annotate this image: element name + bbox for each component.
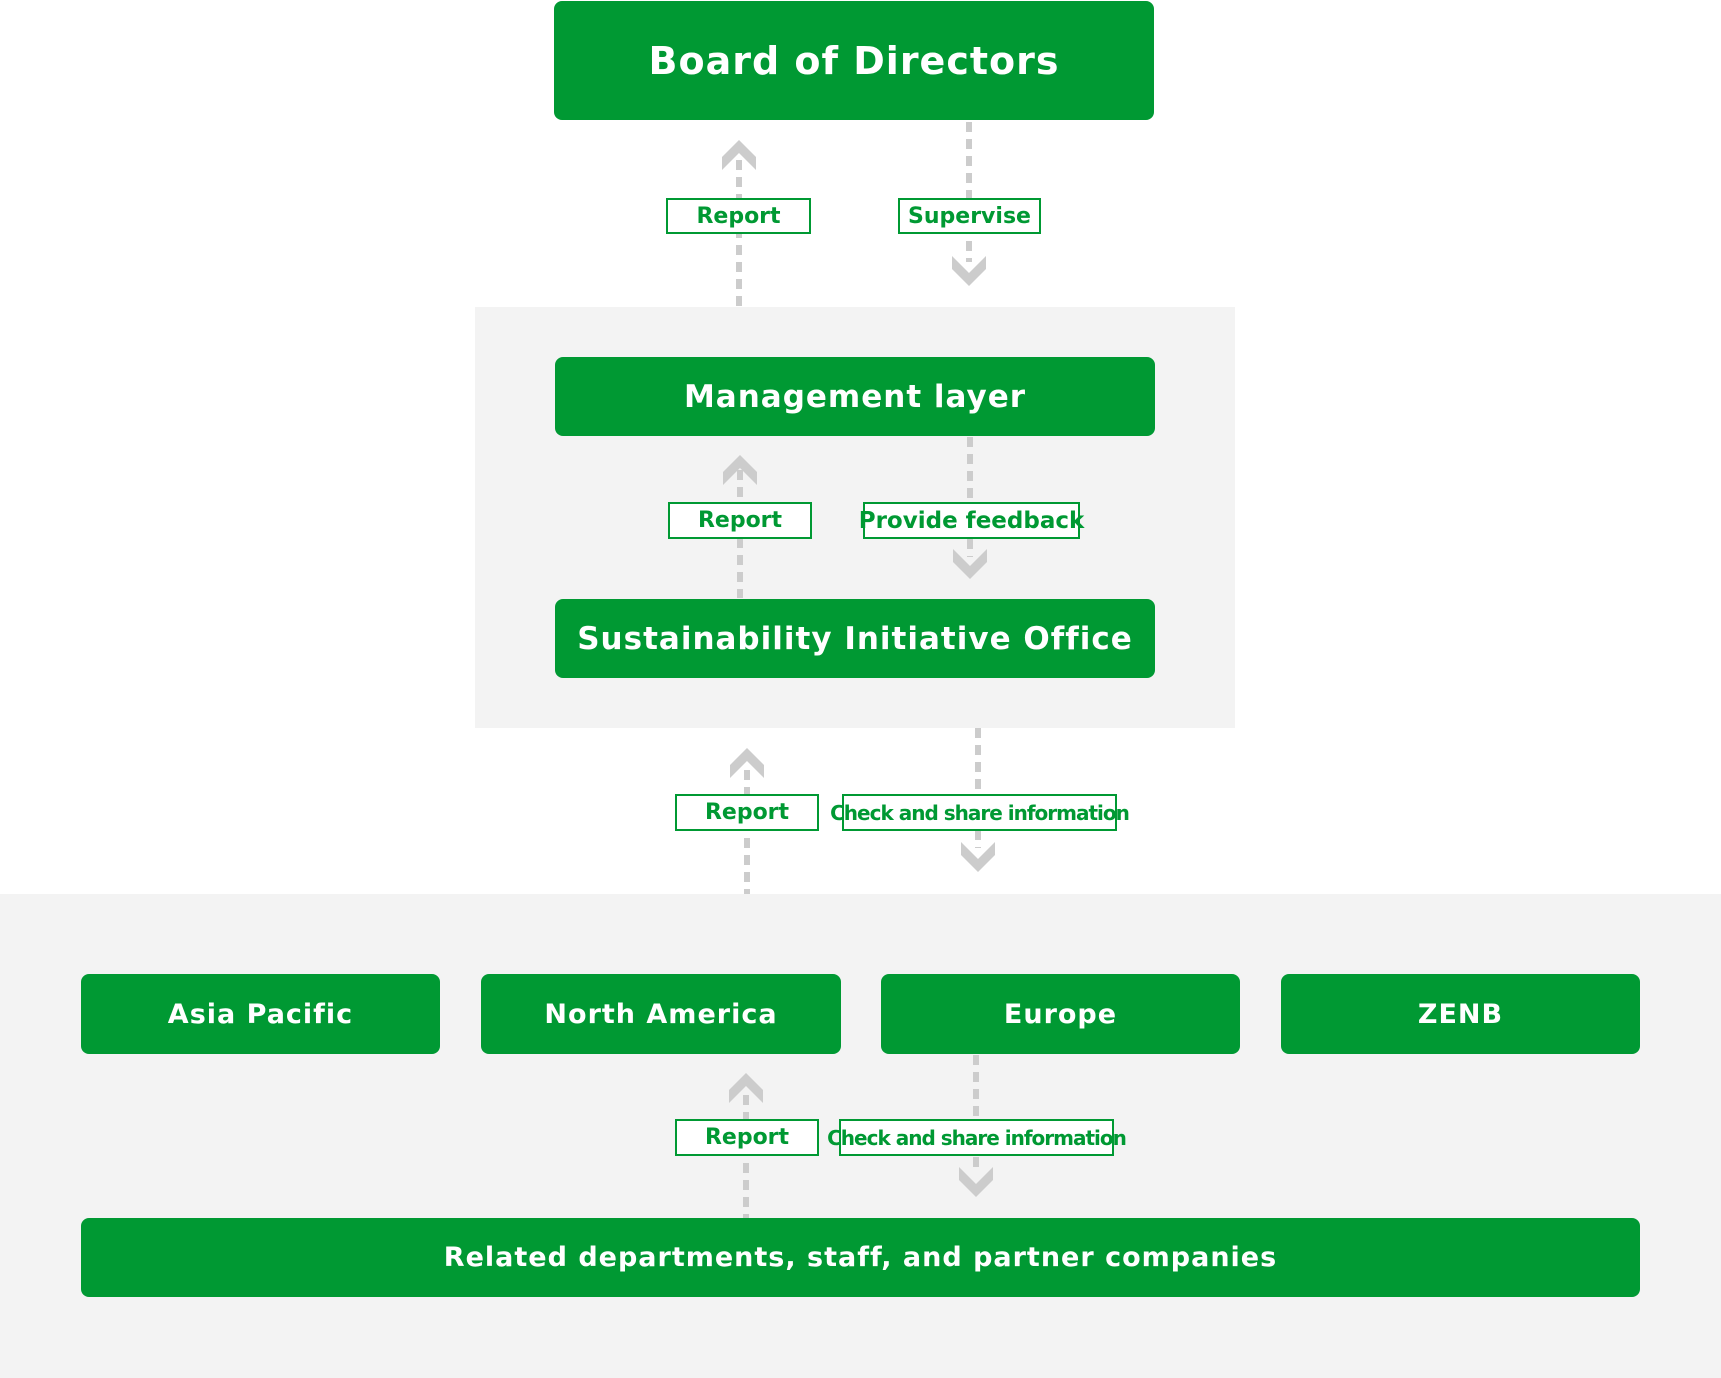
chevron-down-icon — [959, 1167, 993, 1197]
region-label: Europe — [1003, 998, 1118, 1030]
report-label: Report — [668, 502, 812, 539]
supervise-label: Supervise — [898, 198, 1041, 234]
chevron-up-icon — [730, 748, 764, 778]
board-label: Board of Directors — [648, 38, 1060, 83]
region-label: ZENB — [1417, 998, 1504, 1030]
provide-feedback-label: Provide feedback — [859, 502, 1084, 539]
report-label: Report — [675, 1119, 819, 1156]
report-connector-line — [743, 1095, 749, 1218]
chevron-down-icon — [952, 256, 986, 286]
management-layer-node: Management layer — [555, 357, 1155, 436]
chevron-up-icon — [723, 455, 757, 485]
region-label: North America — [544, 998, 778, 1030]
chevron-down-icon — [953, 549, 987, 579]
report-connector-line — [744, 770, 750, 894]
report-label: Report — [675, 794, 819, 831]
chevron-up-icon — [729, 1073, 763, 1103]
report-connector-line — [736, 160, 742, 308]
region-label: Asia Pacific — [167, 998, 354, 1030]
region-north-america-node: North America — [481, 974, 841, 1054]
report-label: Report — [666, 198, 811, 234]
check-share-connector-line — [975, 728, 981, 848]
sio-label: Sustainability Initiative Office — [577, 620, 1133, 657]
sustainability-initiative-office-node: Sustainability Initiative Office — [555, 599, 1155, 678]
management-label: Management layer — [683, 378, 1027, 415]
feedback-connector-line — [967, 437, 973, 557]
related-label: Related departments, staff, and partner … — [443, 1242, 1278, 1273]
supervise-connector-line — [966, 122, 972, 262]
region-europe-node: Europe — [881, 974, 1240, 1054]
region-zenb-node: ZENB — [1281, 974, 1640, 1054]
check-share-information-label: Check and share information — [830, 794, 1130, 831]
chevron-up-icon — [722, 140, 756, 170]
check-share-information-label: Check and share information — [827, 1119, 1127, 1156]
board-of-directors-node: Board of Directors — [554, 1, 1154, 120]
region-asia-pacific-node: Asia Pacific — [81, 974, 440, 1054]
check-share-connector-line — [973, 1055, 979, 1173]
related-departments-node: Related departments, staff, and partner … — [81, 1218, 1640, 1297]
chevron-down-icon — [961, 842, 995, 872]
